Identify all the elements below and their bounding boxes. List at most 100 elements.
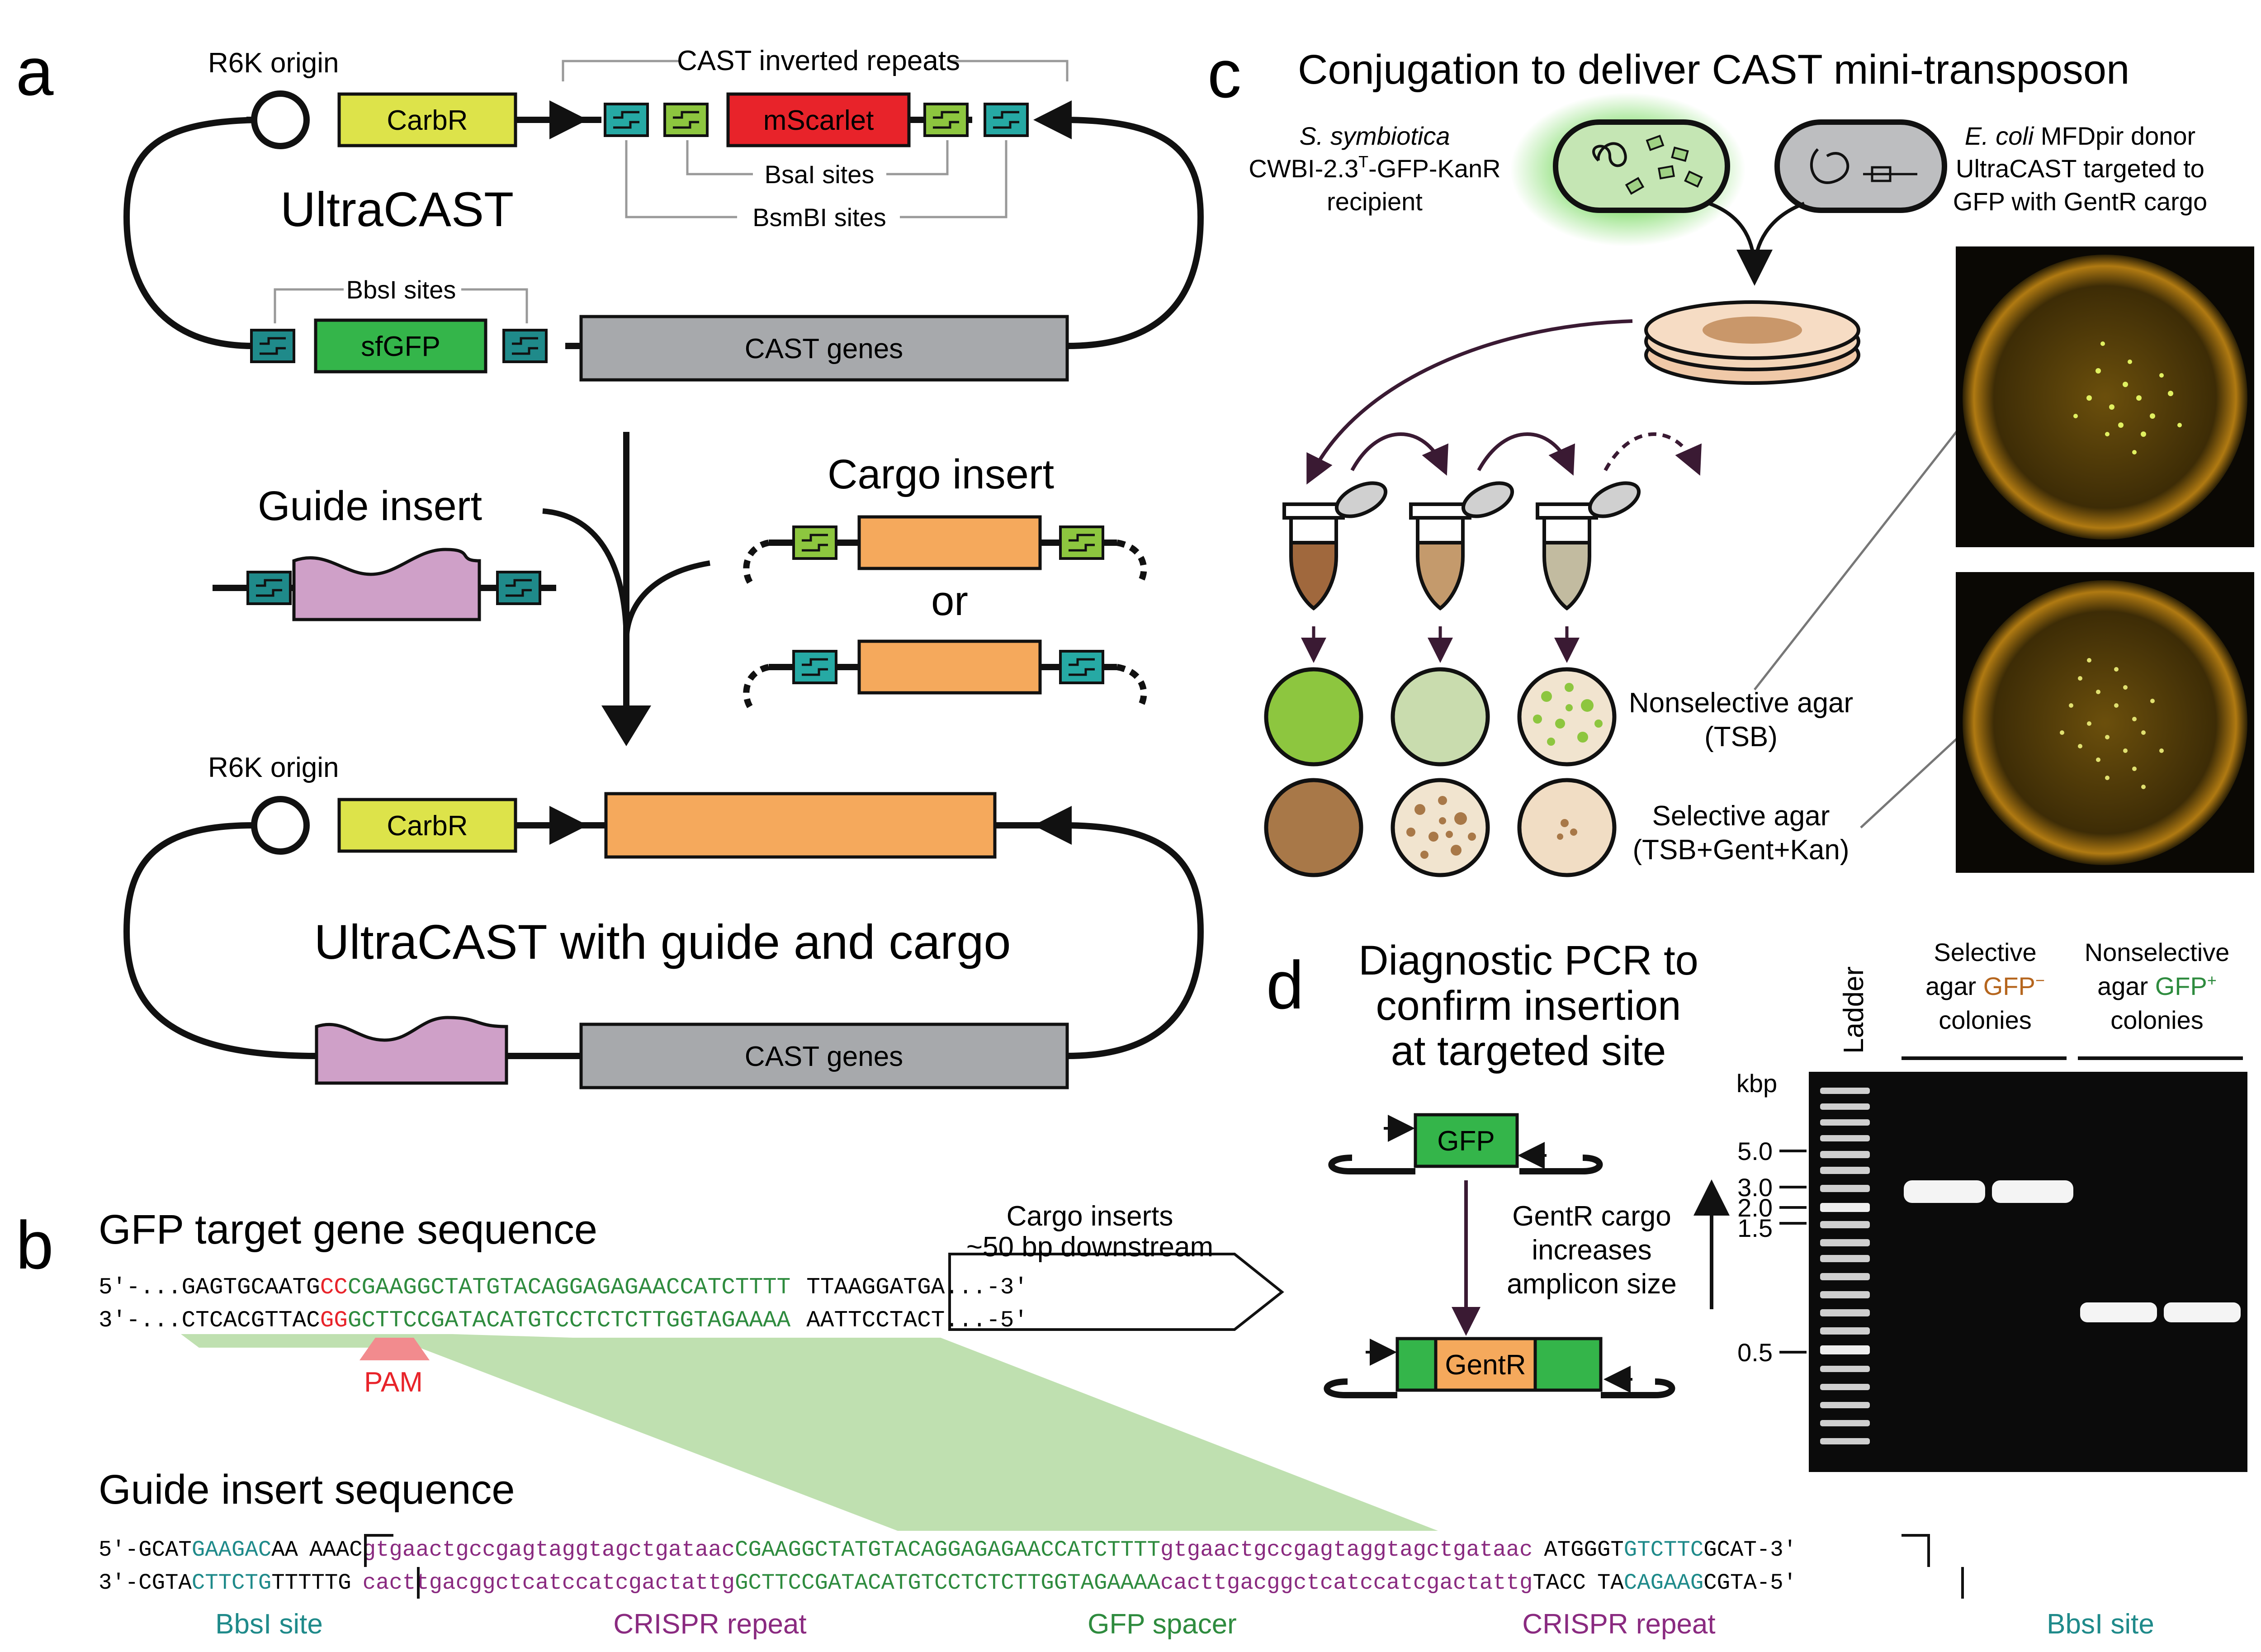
panel-label-b: b — [16, 1207, 53, 1283]
bbsi-site-left-label: BbsI site — [215, 1609, 323, 1640]
arrow-note-2: increases — [1532, 1235, 1651, 1266]
ladder-ticks — [1779, 1150, 1807, 1354]
selective-lane-3: colonies — [1939, 1006, 2031, 1034]
recipient-species: S. symbiotica — [1300, 122, 1450, 150]
mscarlet-box — [726, 92, 911, 147]
cast-genes-label: CAST genes — [745, 333, 903, 364]
arrow-note-3: amplicon size — [1507, 1269, 1677, 1300]
selective-plate-2 — [1391, 778, 1490, 877]
cargo-insert-arrow — [948, 1253, 1284, 1331]
carbr-label-final: CarbR — [387, 810, 468, 842]
target-top-strand: 5′-...GAGTGCAATGCCCGAAGGCTATGTACAGGAGAGA… — [99, 1275, 1028, 1301]
gentr-label: GentR — [1445, 1349, 1526, 1381]
guide-final-shape — [315, 1016, 508, 1085]
bbsi-sites-label: BbsI sites — [346, 275, 456, 304]
target-bottom-strand: 3′-...CTCACGTTACGGGCTTCCGATACATGTCCTCTCT… — [99, 1308, 1028, 1334]
mating-plate-icon — [1644, 300, 1860, 385]
cast-genes-box-final — [579, 1022, 1069, 1089]
sfgfp-box — [314, 318, 487, 374]
panel-label-a: a — [16, 33, 54, 109]
gfp-amplicon-box — [1414, 1113, 1519, 1168]
recipient-strain: CWBI-2.3T-GFP-KanR — [1249, 152, 1500, 183]
sample-bands — [1904, 1180, 2241, 1322]
nonselective-agar-label: Nonselective agar — [1629, 687, 1853, 719]
sfgfp-label: sfGFP — [361, 331, 440, 362]
r6k-origin-icon — [251, 90, 310, 149]
crispr-repeat-right-label: CRISPR repeat — [1522, 1609, 1715, 1640]
tick-5-0: 5.0 — [1737, 1137, 1773, 1165]
nonselective-lane-3: colonies — [2110, 1006, 2203, 1034]
ladder-bands — [1820, 1088, 1870, 1444]
culture-tube-2 — [1409, 481, 1514, 611]
donor-strain: E. coli MFDpir donor — [1965, 122, 2195, 150]
cargo-insert-title: Cargo insert — [828, 451, 1054, 497]
cargo-note-2: ~50 bp downstream — [966, 1231, 1213, 1263]
selective-plate-3 — [1517, 778, 1617, 877]
nonselective-agar-medium: (TSB) — [1704, 721, 1778, 753]
gentr-cargo-box — [1434, 1337, 1537, 1392]
selective-lane-2: agar GFP− — [1925, 971, 2045, 1000]
pam-marker — [359, 1338, 430, 1360]
transconjugant-colonies — [2060, 658, 2164, 789]
r6k-origin-icon-final — [251, 796, 310, 855]
arrow-note-1: GentR cargo — [1512, 1201, 1671, 1232]
gfp-colonies — [2073, 341, 2182, 454]
nonselective-lane-2: agar GFP+ — [2097, 971, 2217, 1000]
conjugation-title: Conjugation to deliver CAST mini-transpo… — [1298, 47, 2129, 93]
tick-0-5: 0.5 — [1737, 1338, 1773, 1367]
carbr-box-final — [337, 798, 517, 853]
bsai-label: BsaI sites — [765, 160, 875, 189]
cast-genes-box — [579, 315, 1069, 382]
ultracast-final-title: UltraCAST with guide and cargo — [314, 914, 1011, 969]
cargo-insert-box-2 — [857, 639, 1042, 695]
carbr-label: CarbR — [387, 105, 468, 136]
inverted-repeat-left-icon — [549, 100, 588, 139]
tick-2-0: 2.0 — [1737, 1193, 1773, 1222]
donor-cell-icon — [1774, 119, 1947, 213]
kbp-label: kbp — [1736, 1069, 1777, 1098]
pcr-title-3: at targeted site — [1391, 1028, 1666, 1074]
gfp-spacer-label: GFP spacer — [1088, 1609, 1237, 1640]
pam-label: PAM — [364, 1367, 423, 1398]
culture-tube-1 — [1282, 481, 1388, 611]
selective-lane-1: Selective — [1934, 938, 2036, 966]
nonselective-plate-1 — [1264, 667, 1363, 767]
nonselective-plate-2 — [1391, 667, 1490, 767]
or-label: or — [931, 578, 968, 624]
recipient-label: recipient — [1327, 187, 1423, 216]
cargo-insert-box-1 — [857, 515, 1042, 570]
donor-description-2: GFP with GentR cargo — [1953, 187, 2207, 216]
pcr-title-2: confirm insertion — [1376, 983, 1681, 1029]
panel-label-c: c — [1207, 36, 1241, 112]
bbsi-site-right-label: BbsI site — [2047, 1609, 2154, 1640]
tick-1-5: 1.5 — [1737, 1214, 1773, 1242]
culture-tube-3 — [1536, 481, 1641, 611]
gfp-amplicon-label: GFP — [1437, 1126, 1495, 1157]
ultracast-title: UltraCAST — [280, 182, 514, 237]
cargo-final-box — [604, 792, 997, 859]
donor-description-1: UltraCAST targeted to — [1956, 154, 2204, 183]
inverted-repeat-right-icon — [1033, 100, 1072, 139]
recipient-cell-icon — [1553, 119, 1730, 213]
inverted-repeats-label: CAST inverted repeats — [677, 45, 960, 76]
mscarlet-label: mScarlet — [763, 105, 874, 136]
gel-image — [1809, 1072, 2247, 1472]
guide-insert-title: Guide insert — [258, 483, 482, 529]
selective-agar-medium: (TSB+Gent+Kan) — [1632, 834, 1849, 866]
pcr-title-1: Diagnostic PCR to — [1358, 937, 1698, 984]
cast-genes-label-final: CAST genes — [745, 1041, 903, 1072]
carbr-box — [337, 92, 517, 147]
nonselective-lane-1: Nonselective — [2085, 938, 2230, 966]
guide-insert-sequence-title: Guide insert sequence — [99, 1467, 515, 1513]
tick-3-0: 3.0 — [1737, 1173, 1773, 1202]
panel-label-d: d — [1266, 947, 1304, 1023]
guide-insert-shape — [292, 548, 481, 621]
spacer-highlight — [393, 1338, 1438, 1531]
gfp-target-title: GFP target gene sequence — [99, 1207, 597, 1253]
cargo-note-1: Cargo inserts — [1007, 1201, 1173, 1232]
selective-agar-label: Selective agar — [1652, 800, 1830, 832]
r6k-origin-label: R6K origin — [208, 47, 339, 79]
